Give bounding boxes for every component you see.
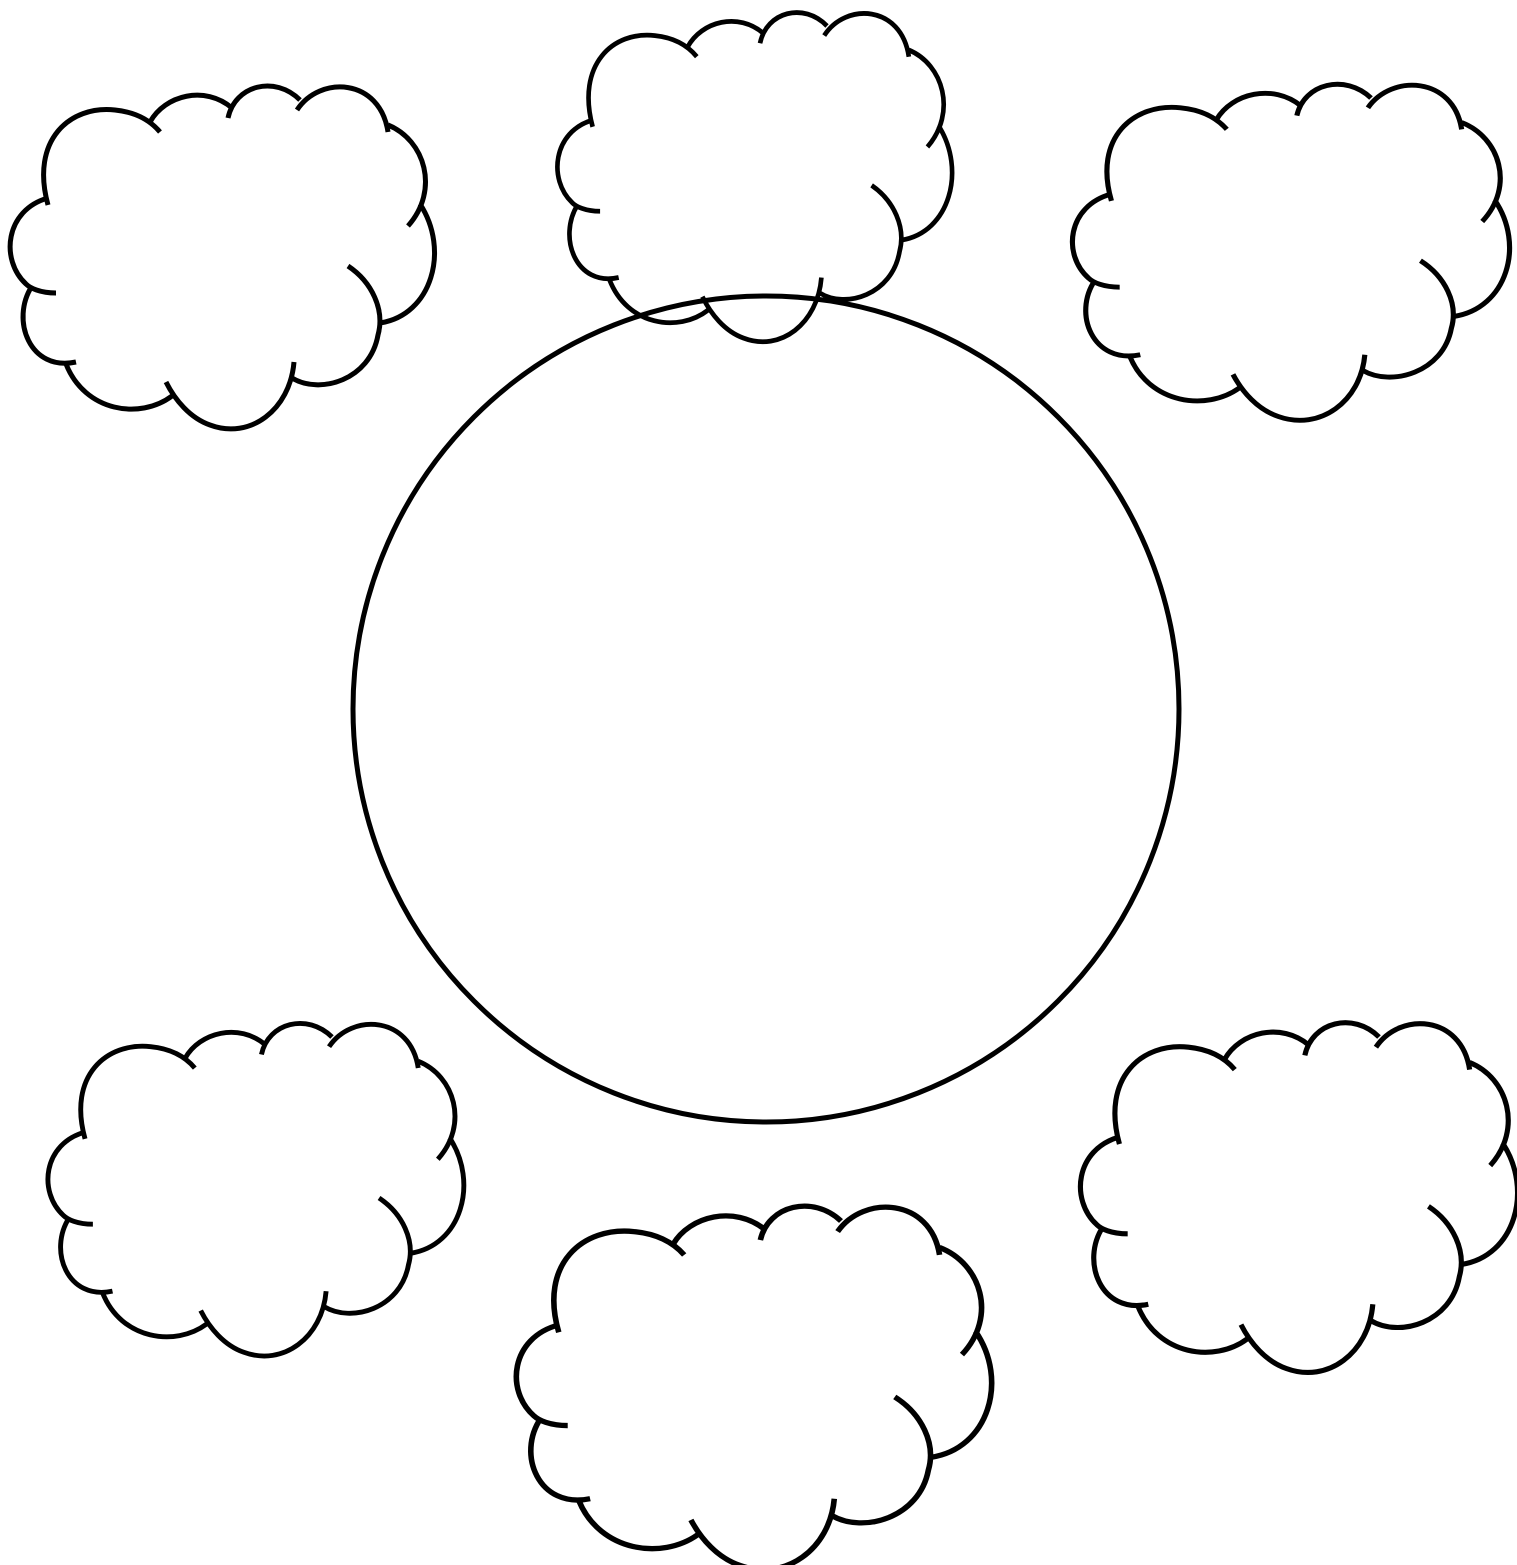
cloud-arc	[418, 1061, 455, 1159]
cloud-arc	[166, 362, 294, 429]
cloud-arc	[838, 1207, 940, 1255]
cloud-top-center	[557, 13, 952, 342]
cloud-arc	[1138, 1306, 1247, 1352]
cloud-arc	[554, 1231, 684, 1332]
cloud-bottom-center	[516, 1206, 991, 1565]
cloud-arc	[940, 1248, 982, 1355]
cloud-arc	[1305, 1023, 1379, 1056]
cloud-arc	[1094, 1227, 1149, 1306]
cloud-arc	[1461, 1143, 1517, 1264]
cloud-arc	[410, 1138, 463, 1253]
cloud-arc	[329, 1024, 418, 1068]
cloud-arc	[1217, 93, 1301, 119]
cloud-arc	[702, 278, 821, 342]
cloud-arc	[909, 50, 944, 147]
cloud-arc	[691, 1499, 834, 1565]
cloud-arc	[1297, 84, 1371, 115]
cloud-arc	[44, 110, 160, 205]
cloud-arc	[228, 86, 300, 118]
cloud-arc	[380, 204, 435, 323]
cloud-arc	[1462, 123, 1501, 222]
cloud-arc	[931, 1331, 992, 1457]
cloud-arc	[1470, 1063, 1509, 1166]
cloud-arc	[1233, 355, 1365, 421]
cloud-arc	[820, 185, 902, 299]
cloud-arc	[1107, 107, 1227, 201]
cloud-arc	[1453, 200, 1509, 317]
cloud-arc	[1241, 1304, 1373, 1372]
cloud-arc	[760, 1206, 841, 1240]
cloud-arc	[185, 1032, 265, 1058]
cloud-arc	[824, 13, 909, 56]
center-circle	[353, 296, 1179, 1122]
cloud-arc	[1130, 357, 1239, 401]
cloud-arc	[201, 1291, 326, 1356]
cloud-arc	[1086, 280, 1141, 356]
cloud-arc	[292, 266, 380, 385]
cloud-arc	[832, 1397, 930, 1523]
cloud-arc	[1072, 194, 1119, 287]
cloud-arc	[688, 21, 764, 47]
cloud-arc	[23, 286, 76, 363]
cloud-bottom-right	[1080, 1023, 1517, 1373]
cloud-arc	[261, 1023, 332, 1054]
cloud-arc	[1371, 1206, 1462, 1327]
cloud-arc	[557, 120, 600, 211]
cloud-top-right	[1072, 84, 1509, 420]
cloud-arc	[61, 1217, 113, 1292]
cloud-arc	[324, 1198, 410, 1313]
cloud-arc	[589, 35, 697, 127]
cloud-arc	[1368, 85, 1462, 129]
cloud-arc	[297, 87, 388, 132]
cloud-arc	[388, 125, 425, 226]
cloud-arc	[1225, 1032, 1309, 1059]
cloud-arc	[66, 364, 172, 409]
cloud-arc	[569, 205, 618, 279]
cloud-arc	[516, 1325, 567, 1426]
cloud-arc	[81, 1046, 195, 1139]
cloud-arc	[1115, 1047, 1235, 1144]
cloud-arc	[531, 1418, 590, 1500]
cloud-arc	[1363, 261, 1454, 377]
cloud-arc	[10, 198, 56, 293]
cloud-bottom-left	[48, 1023, 464, 1356]
cloud-arc	[901, 126, 952, 240]
cloud-top-left	[10, 86, 434, 429]
cloud-arc	[579, 1501, 698, 1549]
cloud-arc	[150, 95, 232, 122]
cloud-arc	[760, 13, 827, 44]
cloud-arc	[1080, 1137, 1127, 1234]
cloud-arc	[48, 1132, 93, 1224]
cloud-arc	[673, 1216, 765, 1244]
cloud-arc	[103, 1293, 207, 1337]
cloud-arc	[1376, 1024, 1470, 1070]
